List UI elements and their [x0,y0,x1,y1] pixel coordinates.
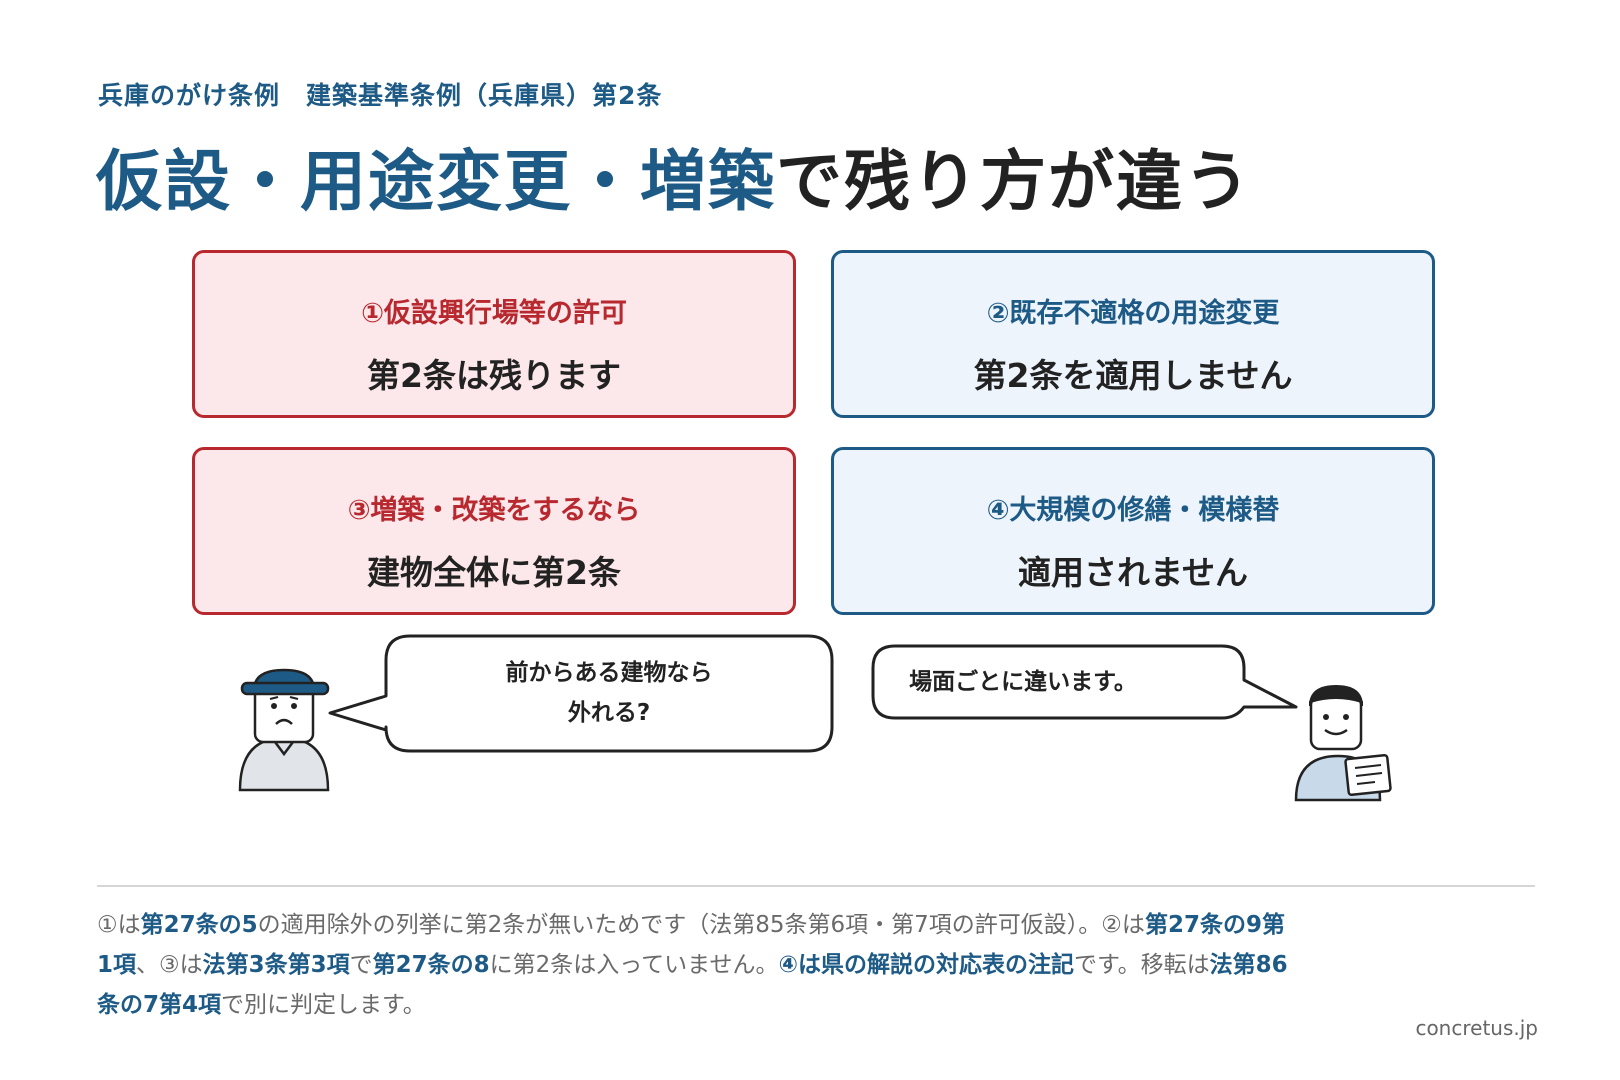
note-ref: 法第3条第3項 [202,952,350,978]
card-head: ①仮設興行場等の許可 [361,298,627,329]
page-title: 仮設・用途変更・増築で残り方が違う [96,128,1252,224]
title-highlight: 仮設・用途変更・増築 [96,143,776,220]
note-ref: ④は県の解説の対応表の注記 [778,952,1074,978]
note-text: ①は [97,912,141,938]
card-head: ②既存不適格の用途変更 [986,298,1280,329]
right-speech-text: 場面ごとに違います。 [909,669,1137,695]
site-credit: concretus.jp [1415,1016,1538,1040]
note-text: です。移転は [1073,952,1210,978]
note-text: に第2条は入っていません。 [489,952,779,978]
note-text: で [349,952,373,978]
page-subtitle: 兵庫のがけ条例 建築基準条例（兵庫県）第2条 [98,81,663,110]
footnote: ①は第27条の5の適用除外の列挙に第2条が無いためです（法第85条第6項・第7項… [97,905,1297,1025]
note-ref: 第27条の9第1項 [97,912,1285,978]
card-head: ④大規模の修繕・模様替 [986,495,1280,526]
card-body: 第2条を適用しません [973,356,1293,395]
left-speech-line2: 外れる? [567,700,651,726]
speech-bubble-left [328,634,834,753]
card-extension: ③増築・改築をするなら 建物全体に第2条 [192,447,796,615]
note-ref: 法第86条の7第4項 [97,952,1288,1018]
card-major-repair: ④大規模の修繕・模様替 適用されません [831,447,1435,615]
expert-with-document-icon [1294,684,1392,802]
card-temporary-permit: ①仮設興行場等の許可 第2条は残ります [192,250,796,418]
card-use-change: ②既存不適格の用途変更 第2条を適用しません [831,250,1435,418]
title-rest: で残り方が違う [776,143,1252,220]
divider [97,885,1535,887]
note-text: 、③は [136,952,203,978]
card-body: 適用されません [1017,553,1248,592]
note-text: の適用除外の列挙に第2条が無いためです（法第85条第6項・第7項の許可仮設）。②… [257,912,1145,938]
card-body: 第2条は残ります [367,356,621,395]
note-text: で別に判定します。 [221,992,426,1018]
left-speech-line1: 前からある建物なら [505,660,713,686]
note-ref: 第27条の5 [140,912,258,938]
card-body: 建物全体に第2条 [367,553,621,592]
worried-worker-icon [238,668,330,792]
speech-bubble-right [871,644,1298,720]
left-speech-text: 前からある建物なら 外れる? [386,653,832,733]
note-ref: 第27条の8 [372,952,490,978]
card-head: ③増築・改築をするなら [347,495,641,526]
